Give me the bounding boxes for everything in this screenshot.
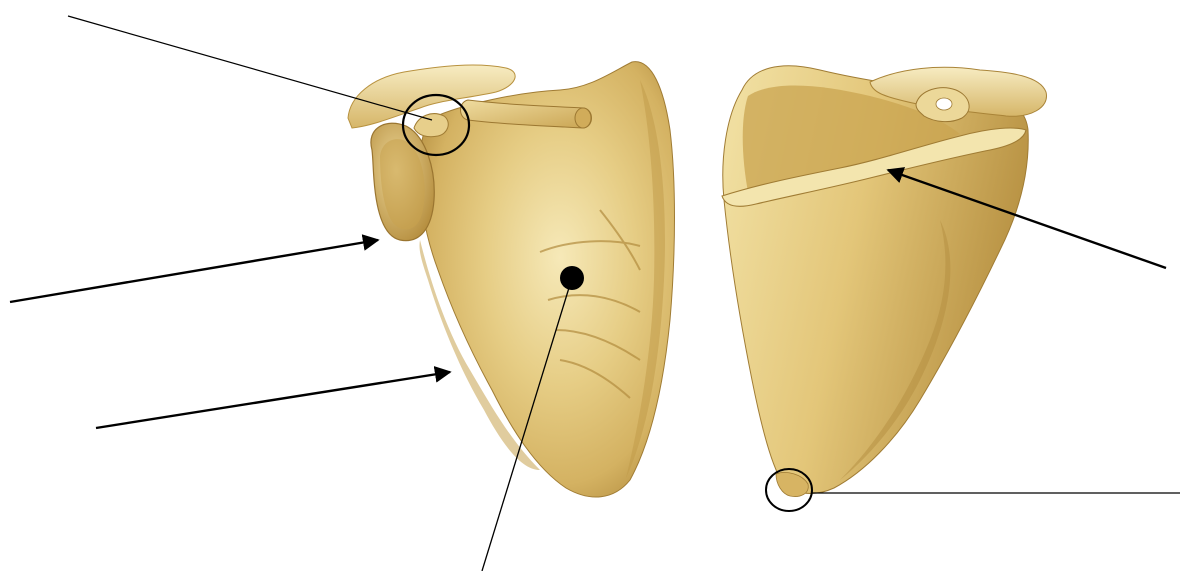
- hook-notch: [936, 98, 952, 110]
- supraglenoid-knob: [414, 114, 448, 137]
- coracoid-tip: [575, 108, 591, 128]
- scapula-posterior-view: [722, 66, 1047, 497]
- pointer-arrow-lateral-border: [96, 372, 450, 428]
- pointer-line-coracoid: [68, 16, 432, 120]
- pointer-arrow-glenoid: [10, 240, 378, 302]
- scapula-anterior-view: [348, 62, 675, 497]
